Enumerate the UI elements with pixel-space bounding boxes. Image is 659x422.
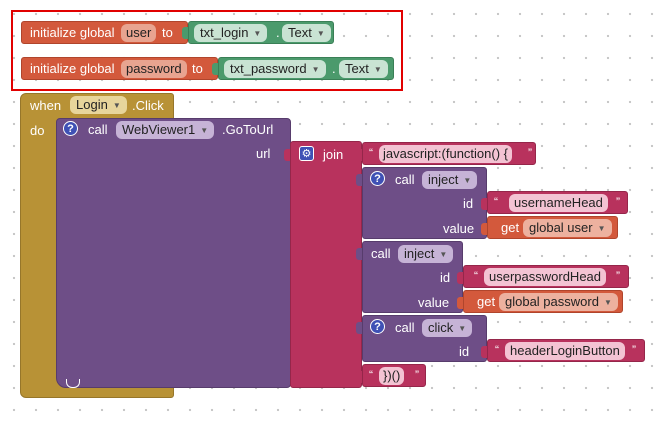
chevron-down-icon: ▼ [316, 29, 325, 38]
help-icon[interactable]: ? [370, 319, 385, 334]
socket-plug [457, 297, 463, 309]
chevron-down-icon: ▼ [253, 29, 262, 38]
call-keyword: call [395, 320, 415, 335]
id-param-label: id [459, 344, 470, 359]
join-keyword: join [323, 147, 344, 162]
call-keyword: call [371, 246, 391, 261]
chevron-down-icon: ▼ [439, 250, 448, 259]
to-keyword: to [192, 61, 203, 76]
socket-plug [356, 149, 362, 161]
webviewer-component-dropdown[interactable]: WebViewer1▼ [116, 121, 215, 139]
close-quote-icon: ” [616, 269, 620, 283]
text-javascript-close[interactable]: “ })() ” [362, 364, 426, 387]
chevron-down-icon: ▼ [373, 65, 382, 74]
join-block[interactable] [290, 141, 362, 388]
chevron-down-icon: ▼ [603, 298, 612, 307]
open-quote-icon: “ [369, 146, 373, 160]
method-dropdown[interactable]: inject▼ [422, 171, 478, 189]
open-quote-icon: “ [369, 368, 373, 382]
chevron-down-icon: ▼ [463, 176, 472, 185]
close-quote-icon: ” [415, 368, 419, 382]
get-global-user-block[interactable]: get global user▼ [487, 216, 618, 239]
dot-separator: . [276, 25, 280, 40]
method-dropdown[interactable]: click▼ [422, 319, 473, 337]
do-keyword: do [30, 123, 45, 138]
socket-plug [457, 272, 463, 284]
text-usernamehead[interactable]: “ usernameHead ” [487, 191, 628, 214]
help-icon[interactable]: ? [370, 171, 385, 186]
help-icon[interactable]: ? [63, 121, 78, 136]
init-keyword: initialize global [30, 61, 115, 76]
variable-dropdown[interactable]: global password▼ [499, 293, 618, 311]
property-dropdown[interactable]: Text▼ [339, 60, 388, 78]
id-param-label: id [440, 270, 451, 285]
socket-plug [481, 223, 487, 235]
open-quote-icon: “ [494, 195, 498, 209]
id-param-label: id [463, 196, 474, 211]
bottom-notch [66, 379, 80, 388]
call-keyword: call [88, 122, 108, 137]
text-javascript-open[interactable]: “ javascript:(function() { ” [362, 142, 536, 165]
close-quote-icon: ” [616, 195, 620, 209]
text-field[interactable]: userpasswordHead [484, 268, 607, 286]
to-keyword: to [162, 25, 173, 40]
get-keyword: get [477, 294, 496, 309]
url-param-label: url [256, 146, 271, 161]
when-keyword: when [30, 98, 62, 113]
chevron-down-icon: ▼ [458, 324, 467, 333]
get-global-password-block[interactable]: get global password▼ [463, 290, 623, 313]
text-userpasswordhead[interactable]: “ userpasswordHead ” [463, 265, 629, 288]
open-quote-icon: “ [495, 343, 499, 357]
dot-separator: . [332, 61, 336, 76]
init-global-password-block[interactable]: initialize global password to [21, 57, 218, 80]
variable-dropdown[interactable]: global user▼ [523, 219, 612, 237]
socket-plug [481, 198, 487, 210]
chevron-down-icon: ▼ [597, 224, 606, 233]
init-global-user-block[interactable]: initialize global user to [21, 21, 188, 44]
chevron-down-icon: ▼ [200, 126, 209, 135]
text-headerloginbutton[interactable]: “ headerLoginButton ” [487, 339, 645, 362]
socket-plug [182, 27, 188, 39]
method-dropdown[interactable]: inject▼ [398, 245, 454, 263]
variable-name-field[interactable]: user [121, 24, 157, 42]
value-param-label: value [418, 295, 450, 310]
text-field[interactable]: javascript:(function() { [379, 145, 512, 163]
variable-name-field[interactable]: password [121, 60, 187, 78]
socket-plug [284, 149, 290, 161]
component-dropdown[interactable]: txt_password▼ [224, 60, 326, 78]
socket-plug [212, 63, 218, 75]
close-quote-icon: ” [528, 146, 532, 160]
event-component-dropdown[interactable]: Login▼ [70, 96, 127, 114]
call-keyword: call [395, 172, 415, 187]
value-param-label: value [443, 221, 475, 236]
open-quote-icon: “ [474, 269, 478, 283]
method-name: .GoToUrl [222, 122, 274, 137]
socket-plug [356, 322, 362, 334]
socket-plug [356, 174, 362, 186]
init-keyword: initialize global [30, 25, 115, 40]
highlight-box [11, 10, 403, 91]
text-field[interactable]: })() [379, 367, 405, 385]
socket-plug [356, 371, 362, 383]
event-name: .Click [132, 98, 164, 113]
component-dropdown[interactable]: txt_login▼ [194, 24, 268, 42]
chevron-down-icon: ▼ [311, 65, 320, 74]
socket-plug [356, 248, 362, 260]
property-dropdown[interactable]: Text▼ [282, 24, 331, 42]
call-gotourl-block[interactable] [56, 118, 291, 388]
txt-password-text-getter[interactable]: txt_password▼ . Text▼ [218, 57, 394, 80]
text-field[interactable]: usernameHead [509, 194, 608, 212]
text-field[interactable]: headerLoginButton [505, 342, 625, 360]
socket-plug [481, 346, 487, 358]
txt-login-text-getter[interactable]: txt_login▼ . Text▼ [188, 21, 334, 44]
gear-icon[interactable]: ⚙ [299, 146, 314, 161]
get-keyword: get [501, 220, 520, 235]
close-quote-icon: ” [632, 343, 636, 357]
chevron-down-icon: ▼ [112, 101, 121, 110]
